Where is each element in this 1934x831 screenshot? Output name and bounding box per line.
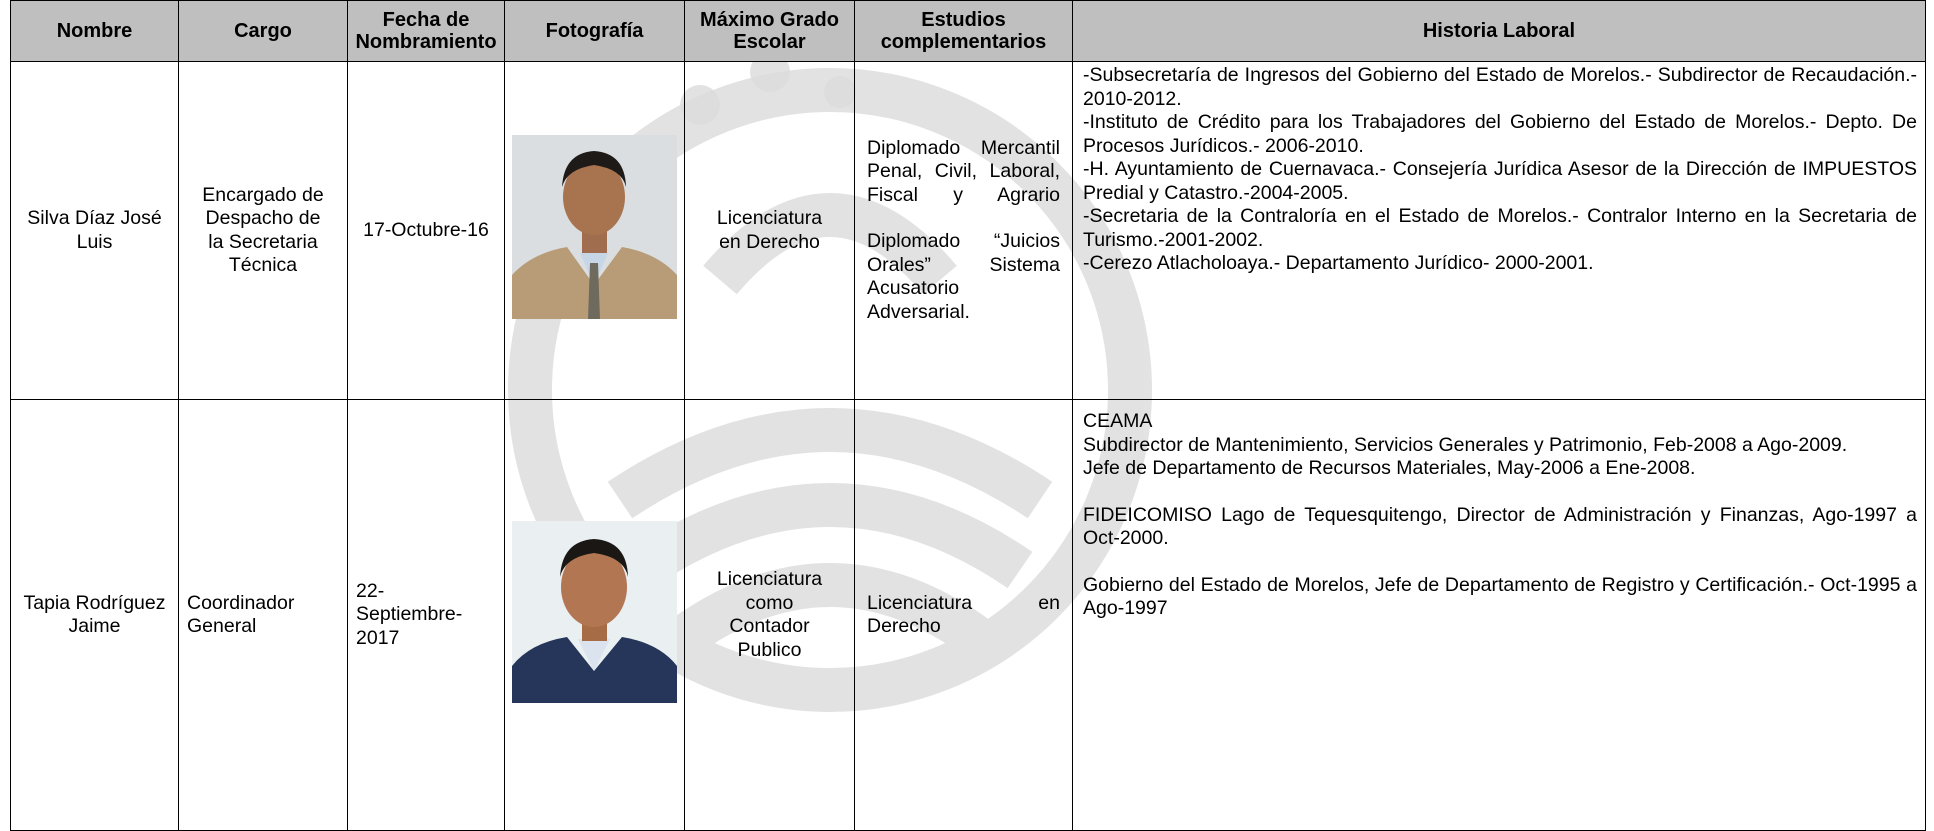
header-fecha-line2: Nombramiento bbox=[355, 31, 497, 53]
cell-estudios: Diplomado Mercantil Penal, Civil, Labora… bbox=[854, 61, 1073, 400]
historia-item: -Secretaria de la Contraloría en el Esta… bbox=[1083, 205, 1917, 251]
header-nombre: Nombre bbox=[10, 0, 179, 62]
table-row: Silva Díaz José Luis Encargado de Despac… bbox=[10, 61, 1926, 400]
portrait-man-tan-suit-icon bbox=[512, 135, 677, 320]
portrait-photo bbox=[512, 135, 677, 320]
historia-item: Subdirector de Mantenimiento, Servicios … bbox=[1083, 433, 1848, 456]
header-grado-line1: Máximo Grado bbox=[700, 9, 839, 31]
historia-item: -Subsecretaría de Ingresos del Gobierno … bbox=[1083, 64, 1917, 110]
header-fecha-line1: Fecha de bbox=[382, 9, 470, 31]
historia-item: Jefe de Departamento de Recursos Materia… bbox=[1083, 457, 1696, 479]
header-estudios-line2: complementarios bbox=[880, 31, 1047, 53]
cell-nombre: Silva Díaz José Luis bbox=[10, 61, 179, 400]
cell-estudios: Licenciatura en Derecho bbox=[854, 399, 1073, 831]
cell-fotografia bbox=[504, 399, 685, 831]
cell-fecha: 17-Octubre-16 bbox=[347, 61, 505, 400]
header-historia: Historia Laboral bbox=[1072, 0, 1926, 62]
cell-nombre: Tapia Rodríguez Jaime bbox=[10, 399, 179, 831]
estudios-item: Licenciatura en Derecho bbox=[867, 591, 1060, 638]
cell-fecha: 22-Septiembre-2017 bbox=[347, 399, 505, 831]
cell-fotografia bbox=[504, 61, 685, 400]
cell-cargo: Encargado de Despacho de la Secretaria T… bbox=[178, 61, 348, 400]
header-cargo: Cargo bbox=[178, 0, 348, 62]
estudios-item: Diplomado “Juicios Orales” Sistema Acusa… bbox=[867, 230, 1060, 323]
historia-item: -Cerezo Atlacholoaya.- Departamento Jurí… bbox=[1083, 252, 1594, 274]
cell-cargo: Coordinador General bbox=[178, 399, 348, 831]
cell-grado: Licenciatura como Contador Publico bbox=[684, 399, 855, 831]
header-fotografia: Fotografía bbox=[504, 0, 685, 62]
historia-item: FIDEICOMISO Lago de Tequesquitengo, Dire… bbox=[1083, 503, 1917, 550]
portrait-photo bbox=[512, 520, 677, 703]
header-estudios-line1: Estudios bbox=[921, 9, 1006, 31]
historia-item: -H. Ayuntamiento de Cuernavaca.- Conseje… bbox=[1083, 158, 1917, 204]
cell-grado: Licenciatura en Derecho bbox=[684, 61, 855, 400]
header-grado-line2: Escolar bbox=[733, 31, 806, 53]
cell-historia: -Subsecretaría de Ingresos del Gobierno … bbox=[1072, 61, 1926, 400]
table-row: Tapia Rodríguez Jaime Coordinador Genera… bbox=[10, 399, 1926, 831]
cell-historia: CEAMA Subdirector de Mantenimiento, Serv… bbox=[1072, 399, 1926, 831]
historia-item: -Instituto de Crédito para los Trabajado… bbox=[1083, 111, 1917, 157]
portrait-man-navy-suit-icon bbox=[512, 520, 677, 703]
historia-item: CEAMA bbox=[1083, 410, 1153, 432]
historia-item: Gobierno del Estado de Morelos, Jefe de … bbox=[1083, 573, 1917, 620]
estudios-item: Diplomado Mercantil Penal, Civil, Labora… bbox=[867, 136, 1060, 206]
